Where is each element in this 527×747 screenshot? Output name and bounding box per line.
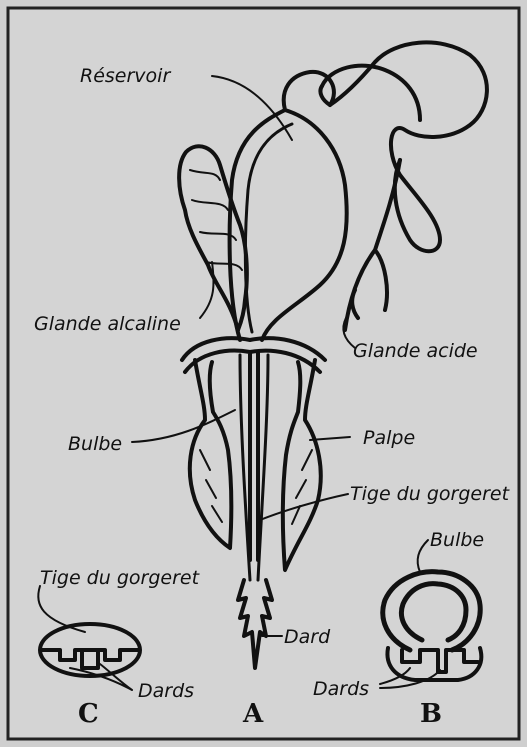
- label-bulbe: Bulbe: [68, 433, 122, 455]
- label-palpe: Palpe: [363, 427, 415, 449]
- label-glande-acide: Glande acide: [353, 340, 478, 362]
- label-dards-b: Dards: [313, 678, 369, 700]
- figure-letter-a: A: [242, 699, 264, 729]
- label-dards-c: Dards: [138, 680, 194, 702]
- figure-letter-b: B: [420, 699, 442, 729]
- figure-letter-c: C: [78, 699, 99, 729]
- label-tige-du-gorgeret-c: Tige du gorgeret: [40, 567, 201, 589]
- label-bulbe-b: Bulbe: [430, 529, 484, 551]
- label-reservoir: Réservoir: [80, 65, 171, 87]
- label-dard: Dard: [284, 626, 331, 648]
- label-glande-alcaline: Glande alcaline: [34, 313, 181, 335]
- label-tige-du-gorgeret: Tige du gorgeret: [350, 483, 511, 505]
